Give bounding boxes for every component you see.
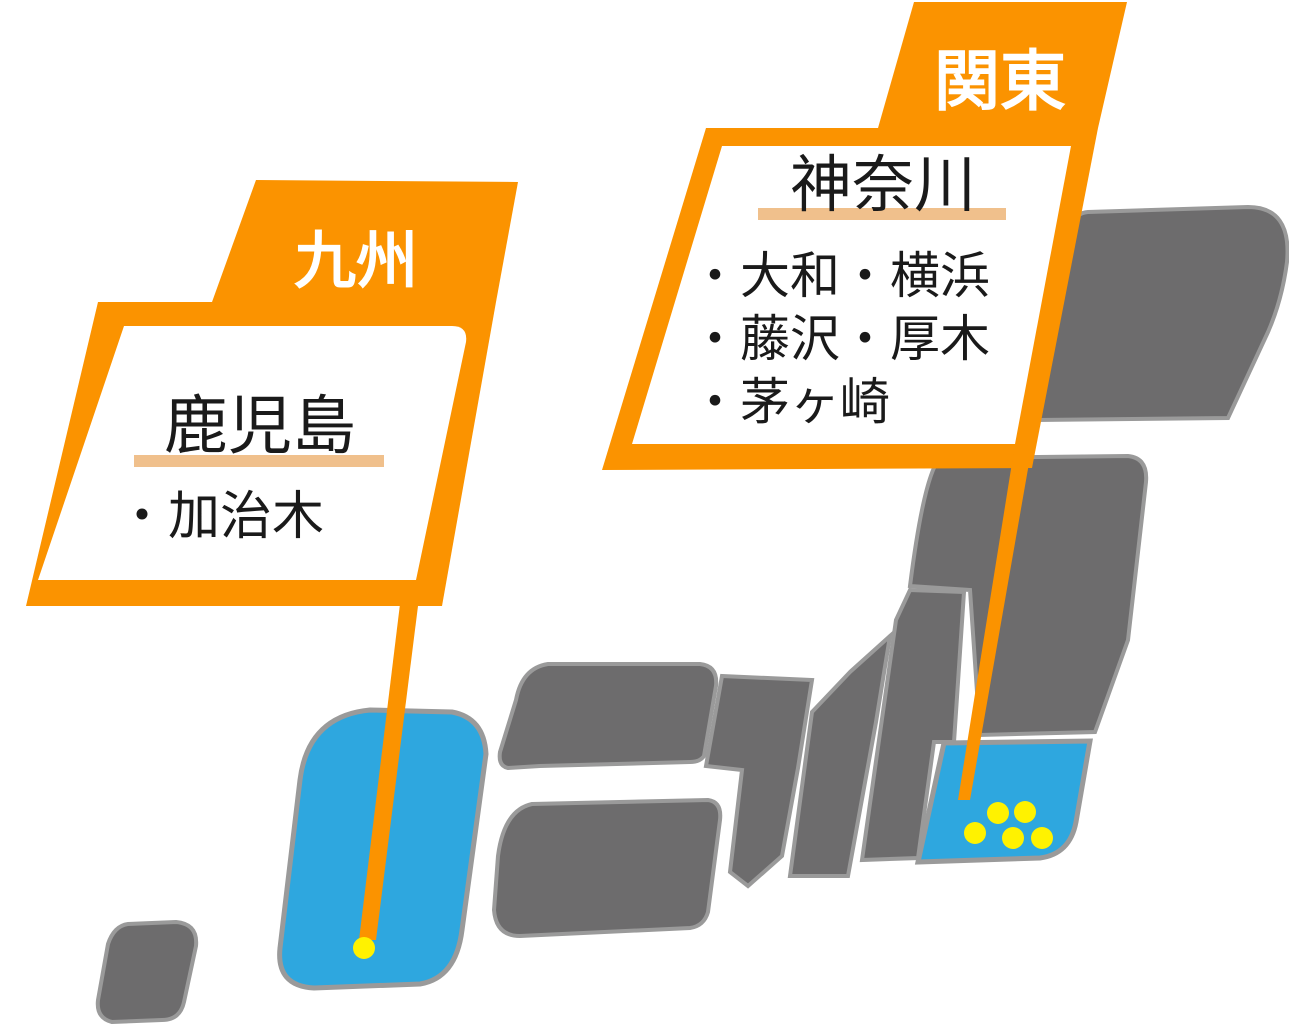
kanto-location-marker[interactable]: [1031, 827, 1053, 849]
flag-kyushu-prefecture: 鹿児島: [164, 390, 356, 464]
kanto-location-marker[interactable]: [1002, 827, 1024, 849]
flag-kyushu: 九州 鹿児島 ・加治木: [26, 180, 518, 959]
region-chubu-east[interactable]: [859, 587, 967, 863]
flag-kanto-city-1: ・大和・横浜: [690, 247, 990, 305]
kyushu-location-marker[interactable]: [353, 937, 375, 959]
region-shikoku[interactable]: [491, 797, 723, 939]
flag-kanto-prefecture: 神奈川: [790, 148, 976, 221]
flag-kanto-region-label: 関東: [934, 43, 1066, 120]
flag-kyushu-pole: [359, 604, 418, 940]
region-tohoku[interactable]: [907, 453, 1149, 738]
kanto-location-marker[interactable]: [1014, 801, 1036, 823]
region-chugoku[interactable]: [497, 662, 719, 771]
region-okinawa[interactable]: [95, 919, 199, 1025]
flag-kyushu-region-label: 九州: [294, 224, 418, 297]
flag-kanto-card: [632, 146, 1071, 444]
flag-kyushu-city-1: ・加治木: [116, 487, 324, 547]
kanto-location-marker[interactable]: [987, 802, 1009, 824]
region-kinki[interactable]: [703, 673, 815, 889]
flag-kanto: 関東 神奈川 ・大和・横浜 ・藤沢・厚木 ・茅ヶ崎: [602, 2, 1127, 800]
kanto-location-marker[interactable]: [964, 822, 986, 844]
flag-kanto-tab: [878, 2, 1127, 128]
flag-kyushu-card: [38, 326, 467, 580]
flag-kanto-pole: [958, 444, 1032, 800]
region-chubu-west[interactable]: [787, 630, 893, 878]
land-regions: [95, 204, 1289, 1025]
flag-kanto-city-3: ・茅ヶ崎: [690, 373, 890, 431]
flag-kyushu-tab: [212, 180, 518, 302]
kanto-location-markers: [964, 801, 1053, 849]
flag-kanto-city-2: ・藤沢・厚木: [690, 310, 990, 368]
